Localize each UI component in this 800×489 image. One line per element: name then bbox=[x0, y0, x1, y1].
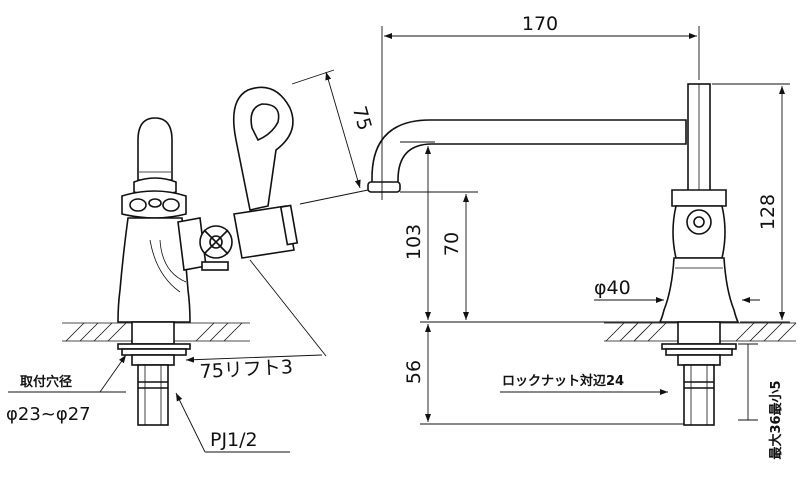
dia-40-label: φ40 bbox=[594, 277, 631, 299]
shank-front bbox=[661, 321, 737, 426]
bonnet bbox=[121, 190, 187, 219]
hole-range: φ23~φ27 bbox=[6, 404, 91, 425]
maxmin-label: 最大36最小5 bbox=[768, 380, 784, 459]
height-70-label: 70 bbox=[441, 232, 463, 256]
height-128-label: 128 bbox=[757, 194, 779, 230]
spout bbox=[367, 119, 687, 193]
width-170-label: 170 bbox=[522, 13, 558, 35]
lever-joint bbox=[177, 204, 299, 271]
extension-lines bbox=[381, 26, 790, 425]
lift-label: 75リフト3 bbox=[199, 356, 293, 383]
lever-arm bbox=[232, 86, 294, 211]
lever-75-label: 75 bbox=[348, 104, 376, 133]
shank-side bbox=[117, 321, 191, 426]
front-view: 170 103 70 56 128 φ40 ロックナット対辺24 最大36最小5 bbox=[367, 13, 797, 460]
side-view: 75 75リフト3 取付穴径 φ23~φ27 PJ1/2 bbox=[6, 69, 376, 453]
faucet-body-front bbox=[658, 189, 740, 323]
locknut-label: ロックナット対辺24 bbox=[502, 373, 624, 389]
thread-label: PJ1/2 bbox=[210, 429, 258, 451]
dim-lever-75 bbox=[291, 69, 369, 205]
handle-rod bbox=[687, 83, 711, 193]
hole-title: 取付穴径 bbox=[20, 374, 72, 390]
height-103-label: 103 bbox=[403, 224, 425, 260]
height-56-label: 56 bbox=[403, 360, 425, 384]
dim-lift bbox=[185, 259, 327, 363]
handle-knob bbox=[133, 117, 177, 196]
